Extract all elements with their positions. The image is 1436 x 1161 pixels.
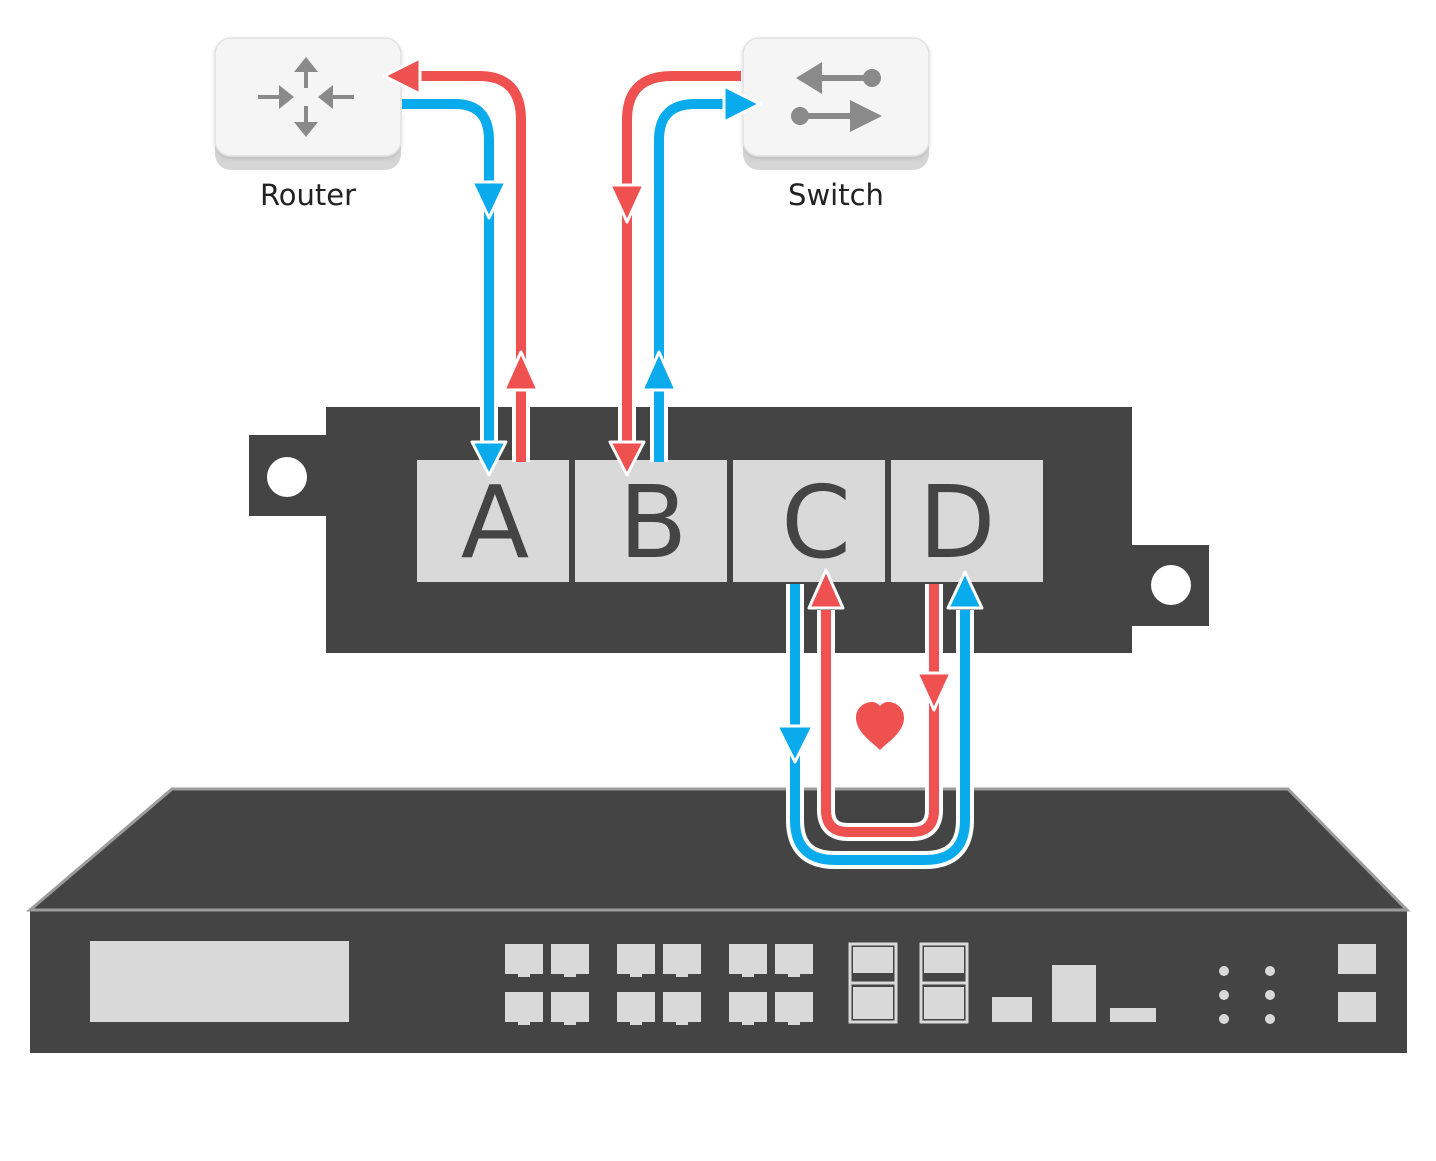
flow-router-to-a-blue (402, 95, 508, 477)
port-d-label: D (918, 464, 995, 581)
switch-label: Switch (788, 178, 884, 212)
rj45-port-10 (663, 992, 701, 1022)
flow-switch-to-b-red (608, 67, 741, 477)
switch-device[interactable]: Switch (742, 37, 930, 212)
port-d[interactable]: D (891, 460, 1043, 582)
rj45-tab-2 (564, 973, 576, 977)
switch-icon (791, 62, 882, 132)
network-appliance (25, 787, 1411, 1053)
port-a[interactable]: A (417, 460, 569, 582)
rj45-port-7 (505, 992, 543, 1022)
rj45-tab-3 (630, 973, 642, 977)
rj45-port-4 (663, 944, 701, 974)
flow-a-to-router-red (382, 56, 540, 462)
status-leds (1219, 966, 1275, 1024)
rj45-tab-8 (564, 1021, 576, 1025)
port-b-label: B (619, 464, 688, 581)
rj45-port-2 (551, 944, 589, 974)
rj45-port-1 (505, 944, 543, 974)
rj45-port-6 (775, 944, 813, 974)
appliance-top (25, 787, 1411, 912)
router-device[interactable]: Router (214, 37, 402, 212)
mount-hole-right (1151, 565, 1191, 605)
rj45-tab-10 (676, 1021, 688, 1025)
rj45-port-11 (729, 992, 767, 1022)
rj45-tab-1 (518, 973, 530, 977)
traffic-flows (382, 56, 984, 869)
rj45-tab-5 (742, 973, 754, 977)
rj45-port-3 (617, 944, 655, 974)
rj45-port-9 (617, 992, 655, 1022)
flow-c-d-inner-red (807, 568, 953, 841)
bypass-module: A B C D (249, 407, 1209, 653)
rj45-tab-4 (676, 973, 688, 977)
mgmt-port-1 (1338, 944, 1376, 974)
rj45-port-5 (729, 944, 767, 974)
port-c-label: C (781, 464, 851, 581)
mgmt-port-2 (1338, 992, 1376, 1022)
ethernet-ports (505, 944, 813, 1025)
rj45-tab-6 (788, 973, 800, 977)
port-b[interactable]: B (575, 460, 727, 582)
usb-port (1052, 965, 1096, 1022)
console-port (992, 997, 1032, 1022)
router-label: Router (260, 178, 356, 212)
flow-c-d-outer-blue (775, 570, 984, 869)
rj45-tab-7 (518, 1021, 530, 1025)
rj45-port-12 (775, 992, 813, 1022)
rj45-port-8 (551, 992, 589, 1022)
port-a-label: A (461, 464, 529, 581)
mount-hole-left (267, 457, 307, 497)
flow-b-to-switch-blue (640, 84, 762, 462)
router-icon (258, 57, 354, 137)
rj45-tab-9 (630, 1021, 642, 1025)
heart-icon (856, 702, 904, 750)
rj45-tab-11 (742, 1021, 754, 1025)
sfp-cage-1 (848, 942, 898, 1024)
reset-slot (1110, 1008, 1156, 1022)
lcd-panel (90, 941, 349, 1022)
sfp-cage-2 (919, 942, 969, 1024)
port-c[interactable]: C (733, 460, 885, 582)
rj45-tab-12 (788, 1021, 800, 1025)
